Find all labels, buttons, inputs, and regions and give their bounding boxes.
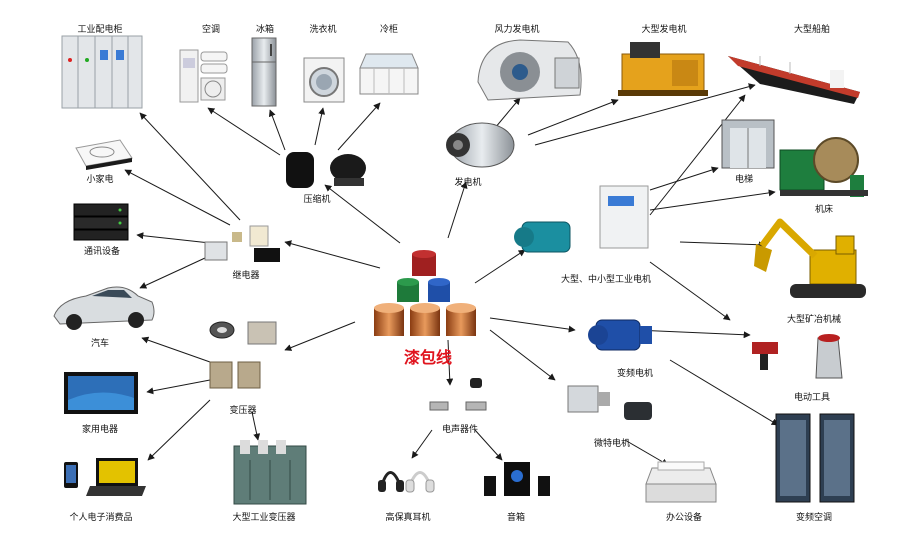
label-power-tools: 电动工具	[793, 393, 831, 403]
label-vf-motor: 变频电机	[616, 369, 654, 379]
label-acoustic: 电声器件	[441, 425, 479, 435]
acoustic-components-image	[429, 378, 487, 411]
large-generator-image	[618, 42, 708, 96]
label-car: 汽车	[90, 339, 110, 349]
vf-motor-image	[588, 319, 652, 351]
label-large-generator: 大型发电机	[641, 25, 687, 35]
label-micro-motor: 微特电机	[593, 439, 631, 449]
washer-image	[303, 57, 345, 103]
micro-motor-image	[567, 385, 652, 420]
elevator-image	[721, 119, 775, 169]
label-transformer: 变压器	[229, 406, 257, 416]
label-elevator: 电梯	[734, 175, 754, 185]
small-appliance-image	[75, 139, 133, 170]
excavator-image	[754, 218, 866, 298]
label-washer: 洗衣机	[309, 25, 337, 35]
label-generator: 发电机	[454, 178, 482, 188]
wind-generator-image	[477, 39, 582, 101]
compressor-image	[286, 152, 366, 188]
connector-lines	[124, 83, 779, 466]
aircon-image	[179, 49, 228, 103]
label-aircon: 空调	[201, 25, 221, 35]
label-compressor: 压缩机	[303, 195, 331, 205]
cabinet-image	[61, 35, 143, 109]
label-home-electronics: 家用电器	[81, 425, 119, 435]
car-image	[53, 286, 155, 330]
label-headphones: 高保真耳机	[385, 513, 431, 523]
label-wind-generator: 风力发电机	[494, 25, 540, 35]
label-relay: 继电器	[232, 271, 260, 281]
label-mining-machinery: 大型矿冶机械	[786, 315, 842, 325]
label-personal-electronics: 个人电子消费品	[69, 513, 133, 523]
machine-tool-image	[779, 137, 868, 197]
label-cabinet: 工业配电柜	[77, 25, 123, 35]
fridge-image	[251, 37, 277, 107]
label-telecom: 通讯设备	[83, 247, 121, 257]
generator-image	[446, 122, 515, 168]
ship-image	[728, 56, 860, 104]
personal-electronics-image	[64, 458, 146, 496]
relay-image	[204, 225, 280, 262]
label-vf-aircon: 变频空调	[795, 513, 833, 523]
tv-image	[64, 372, 138, 414]
label-big-transformer: 大型工业变压器	[232, 513, 296, 523]
big-transformer-image	[233, 440, 307, 505]
label-small-appliance: 小家电	[86, 175, 114, 185]
label-industrial-motor: 大型、中小型工业电机	[560, 275, 652, 285]
power-tools-image	[752, 334, 843, 379]
transformer-image	[209, 321, 277, 389]
label-office: 办公设备	[665, 513, 703, 523]
headphones-image	[378, 471, 435, 493]
label-machine-tool: 机床	[814, 205, 834, 215]
industrial-motor-image	[514, 185, 649, 253]
office-equipment-image	[645, 461, 717, 503]
label-fridge: 冰箱	[255, 25, 275, 35]
telecom-image	[73, 203, 129, 241]
enamelled-wire-image	[374, 250, 476, 336]
label-speakers: 音箱	[506, 513, 526, 523]
label-freezer: 冷柜	[379, 25, 399, 35]
center-label: 漆包线	[403, 348, 453, 367]
vf-aircon-image	[775, 413, 855, 503]
freezer-image	[359, 53, 419, 95]
speakers-image	[484, 462, 550, 496]
label-ship: 大型船舶	[793, 25, 831, 35]
